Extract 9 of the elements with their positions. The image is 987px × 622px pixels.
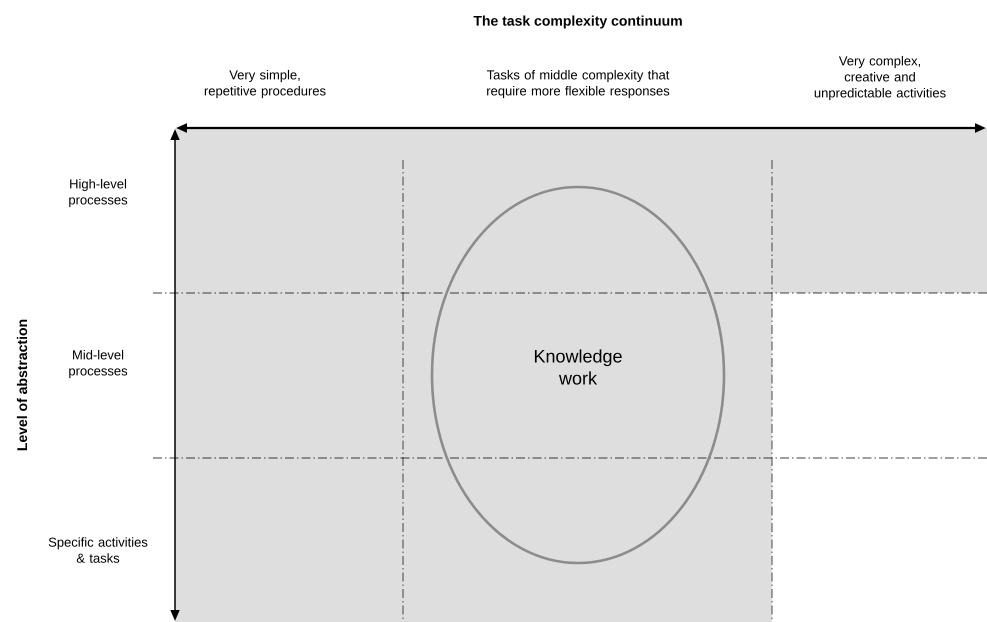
column-heading: Very simple, repetitive procedures [204,70,326,98]
chart-title: The task complexity continuum [474,15,682,29]
row-heading: Specific activities & tasks [48,537,148,563]
column-heading: Tasks of middle complexity that require more flexible responses [486,70,670,98]
column-heading: Very complex, creative and unpredictable activities [814,56,946,100]
row-heading: Mid-level processes [69,350,128,378]
node-text: Knowledge work [534,349,622,385]
axis-title: Level of abstraction [16,320,28,450]
row-heading: High-level processes [69,178,128,208]
